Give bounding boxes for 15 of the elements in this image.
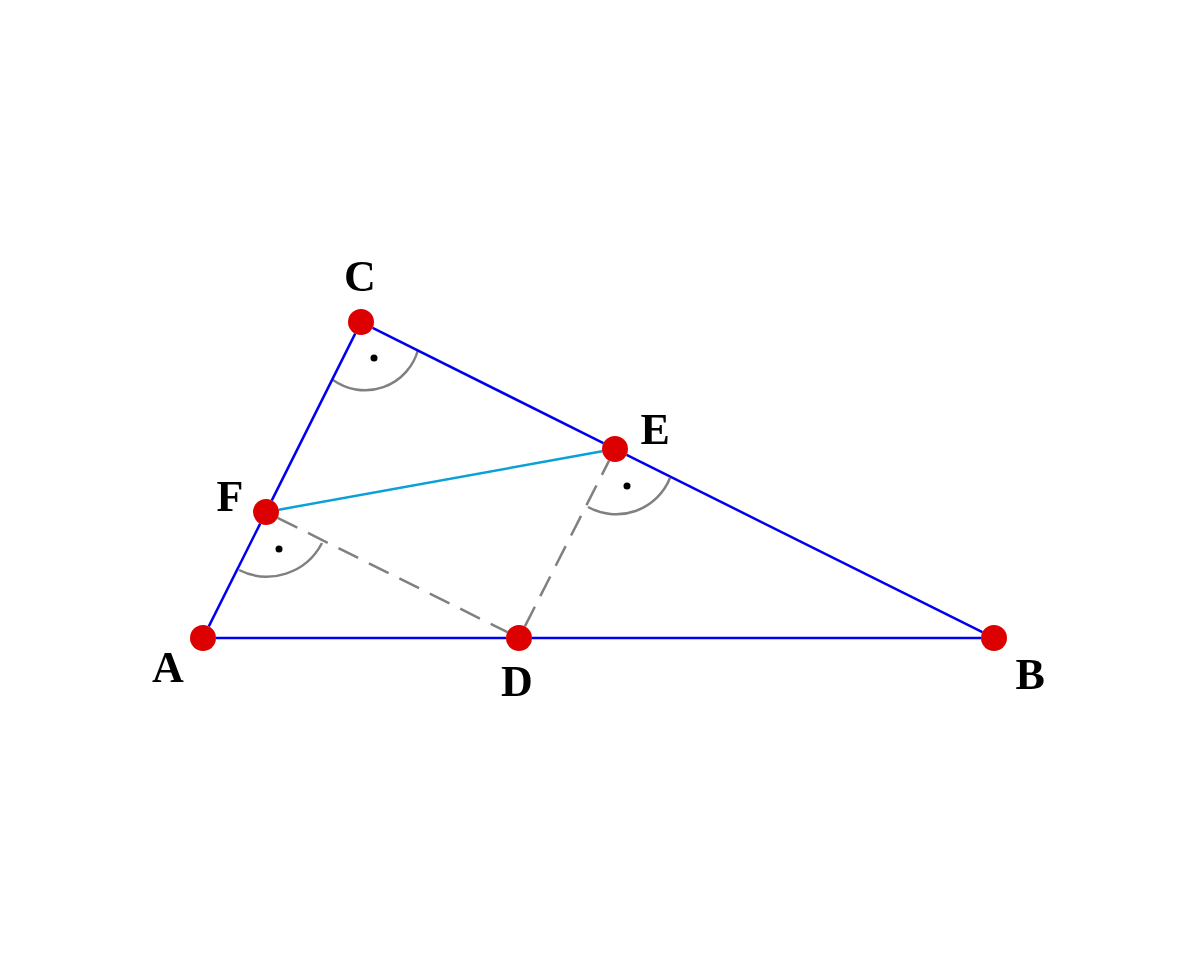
dashed-line: [523, 460, 611, 627]
line-segment: [532, 636, 981, 640]
line-segment: [216, 636, 506, 640]
line-segment: [278, 450, 603, 511]
point-label: E: [640, 408, 670, 452]
line-segment: [626, 453, 983, 634]
point-label: B: [1015, 653, 1045, 697]
point-label: D: [501, 660, 533, 704]
point-label: C: [344, 255, 376, 299]
line-segment: [372, 326, 604, 445]
point-label: A: [152, 646, 184, 690]
dashed-line: [277, 516, 508, 634]
line-segment: [270, 333, 357, 501]
point-label: F: [216, 475, 244, 519]
line-segment: [207, 523, 262, 627]
